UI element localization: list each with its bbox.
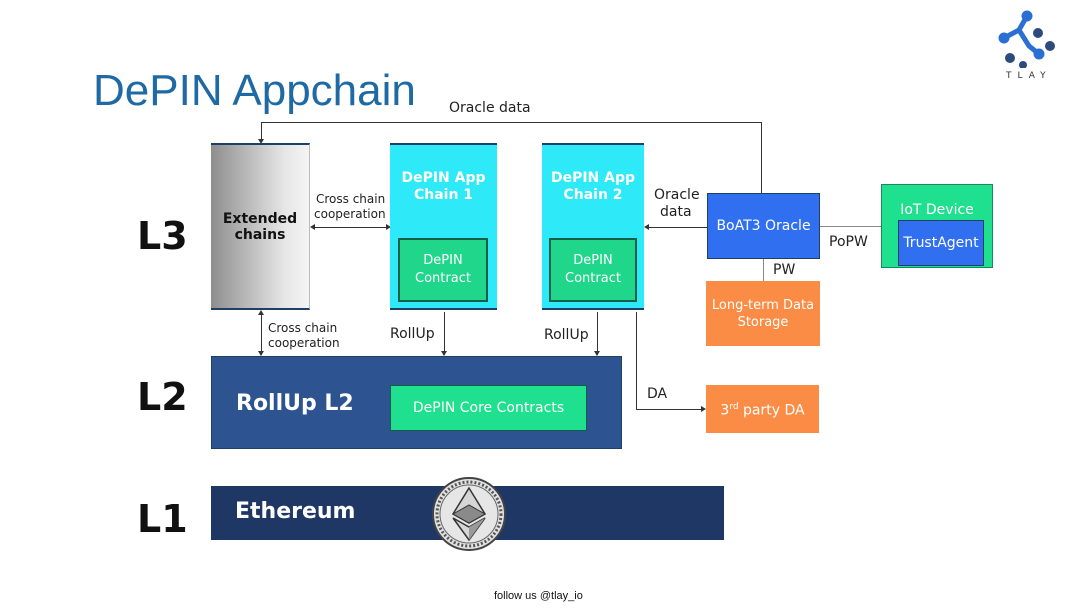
da-suffix: party DA: [738, 402, 805, 419]
oracle-label: BoAT3 Oracle: [716, 218, 811, 234]
page-title: DePIN Appchain: [93, 66, 416, 115]
cross-chain-link-vertical: [261, 312, 262, 355]
arrow-head: [441, 351, 447, 356]
edge-label-cross-chain-2a: Cross chain: [268, 321, 338, 335]
edge-label-da: DA: [647, 386, 668, 402]
cross-chain-link-horizontal: [313, 227, 389, 228]
extended-chains-label-line1: Extended: [222, 210, 298, 227]
edge-label-popw: PoPW: [829, 234, 868, 250]
edge-label-rollup-2: RollUp: [544, 327, 589, 343]
pw-link: [763, 259, 764, 281]
iot-device-label: IoT Device: [900, 202, 974, 218]
logo-text: TLAY: [1006, 71, 1052, 81]
layer-label-l2: L2: [137, 375, 188, 419]
edge-label-cross-chain-1a: Cross chain: [316, 192, 386, 206]
da-superscript: rd: [729, 401, 739, 412]
arrow-head: [594, 351, 600, 356]
layer-label-l3: L3: [137, 214, 188, 258]
popw-link: [820, 226, 881, 227]
da-prefix: 3: [720, 402, 730, 419]
ethereum-label: Ethereum: [235, 499, 356, 524]
app-chain-1-title-line1: DePIN App: [401, 169, 486, 186]
app-chain-2-contract: DePIN Contract: [549, 238, 637, 302]
oracle-data-top-line: [261, 122, 761, 123]
edge-label-cross-chain-2b: cooperation: [268, 336, 340, 350]
arrow-head: [310, 224, 315, 230]
third-party-da-box: 3rd party DA: [706, 385, 819, 433]
long-term-data-storage-box: Long-term Data Storage: [706, 281, 820, 346]
depin-core-contracts-box: DePIN Core Contracts: [390, 385, 587, 431]
rollup-link-chain-2: [597, 312, 598, 355]
extended-chains-label-line2: chains: [234, 226, 286, 243]
arrow-head: [386, 224, 391, 230]
arrow-head: [258, 139, 264, 144]
da-link-horizontal: [636, 409, 703, 410]
arrow-head: [644, 224, 649, 230]
oracle-data-left-drop: [261, 122, 262, 142]
tlay-network-icon: [998, 10, 1055, 69]
contract-label-line2: Contract: [565, 271, 621, 286]
oracle-data-link-chain-2: [647, 227, 707, 228]
rollup-l2-label: RollUp L2: [236, 391, 354, 416]
footer-text: follow us @tlay_io: [494, 590, 583, 602]
core-contracts-label: DePIN Core Contracts: [412, 400, 565, 416]
contract-label-line1: DePIN: [573, 253, 613, 268]
app-chain-2-title-line2: Chain 2: [563, 186, 623, 203]
storage-label-line2: Storage: [737, 314, 789, 330]
edge-label-pw: PW: [773, 262, 796, 278]
app-chain-1-contract: DePIN Contract: [398, 238, 488, 302]
third-party-da-label: 3rd party DA: [720, 399, 804, 420]
contract-label-line2: Contract: [415, 271, 471, 286]
arrow-head: [258, 351, 264, 356]
extended-chains-box: Extended chains: [211, 143, 310, 310]
arrow-head: [701, 406, 706, 412]
edge-label-oracle-data-top: Oracle data: [449, 100, 531, 116]
trust-agent-label: TrustAgent: [903, 235, 979, 251]
ethereum-icon: [431, 476, 507, 552]
rollup-link-chain-1: [444, 312, 445, 355]
arrow-head: [258, 310, 264, 315]
storage-label-line1: Long-term Data: [711, 297, 815, 313]
edge-label-cross-chain-1b: cooperation: [314, 207, 386, 221]
layer-label-l1: L1: [137, 497, 188, 541]
boat3-oracle-box: BoAT3 Oracle: [707, 193, 820, 259]
oracle-data-right-rise: [761, 122, 762, 193]
contract-label-line1: DePIN: [423, 253, 463, 268]
edge-label-oracle-data-side-1: Oracle: [654, 187, 700, 203]
app-chain-2-title-line1: DePIN App: [550, 169, 636, 186]
da-link-vertical: [636, 312, 637, 409]
iot-device-box: IoT Device TrustAgent: [881, 184, 993, 268]
logo: TLAY: [994, 8, 1058, 84]
edge-label-rollup-1: RollUp: [390, 326, 435, 342]
rollup-l2-box: RollUp L2 DePIN Core Contracts: [211, 356, 622, 449]
edge-label-oracle-data-side-2: data: [660, 204, 692, 220]
trust-agent-box: TrustAgent: [898, 220, 984, 266]
app-chain-1-title-line2: Chain 1: [413, 186, 474, 203]
